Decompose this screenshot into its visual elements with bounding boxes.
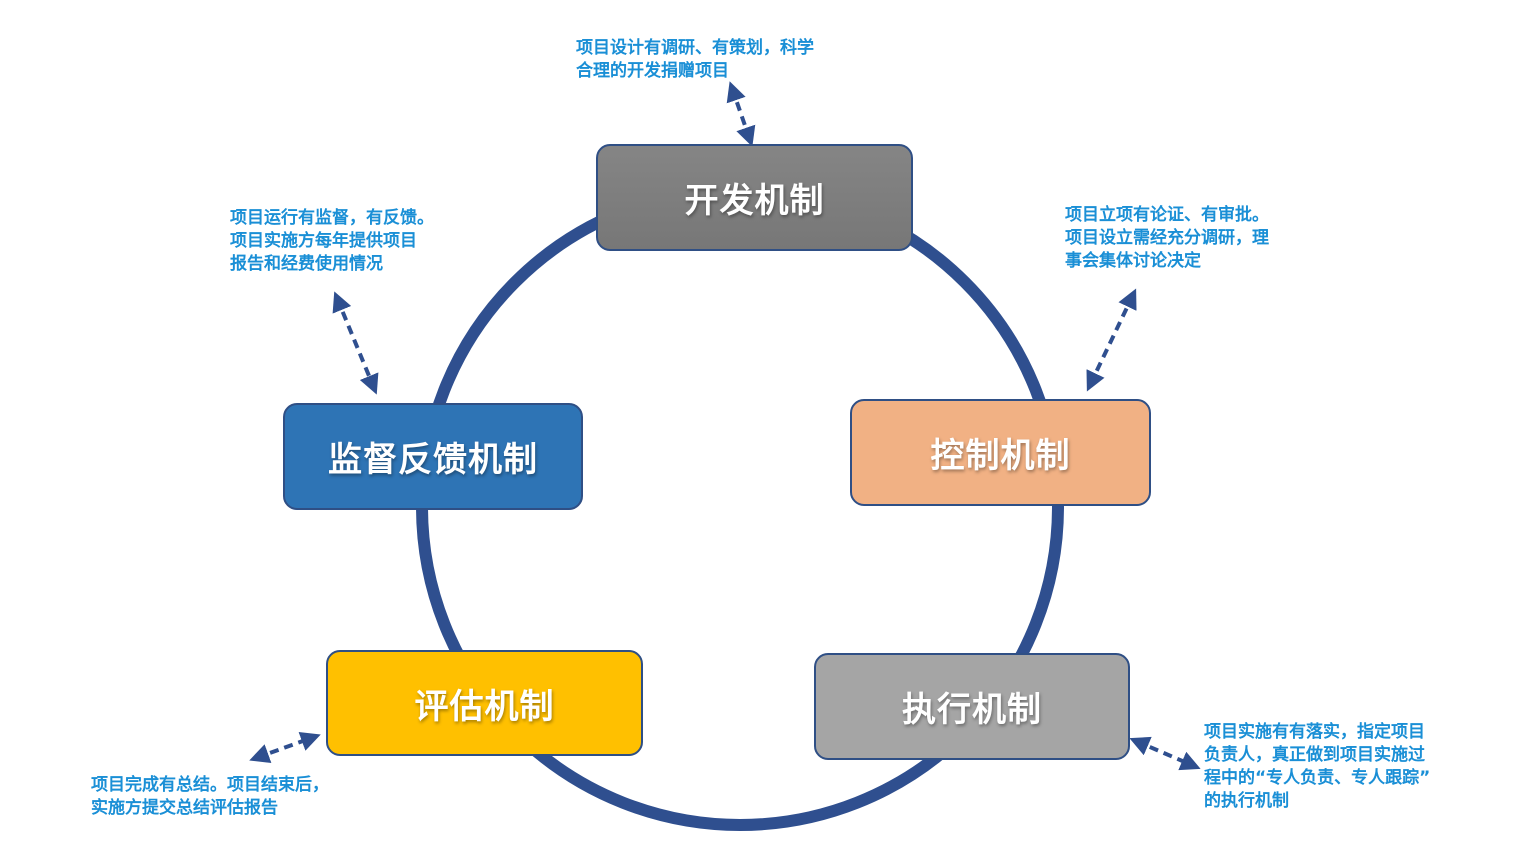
control-note-line: 事会集体讨论决定 <box>1065 251 1201 271</box>
development-note-line: 项目设计有调研、有策划，科学 <box>576 38 814 58</box>
evaluation-note-line: 实施方提交总结评估报告 <box>91 798 278 818</box>
control-note: 项目立项有论证、有审批。 项目设立需经充分调研，理 事会集体讨论决定 <box>1065 204 1269 273</box>
evaluation-note-line: 项目完成有总结。项目结束后， <box>91 775 329 795</box>
arrow-supervision <box>332 291 379 395</box>
arrow-evaluation <box>249 731 321 764</box>
development-note: 项目设计有调研、有策划，科学 合理的开发捐赠项目 <box>576 37 814 83</box>
execution-note-line: 程中的“专人负责、专人跟踪” <box>1204 768 1431 788</box>
execution-mechanism-label: 执行机制 <box>902 690 1042 730</box>
execution-note-line: 负责人，真正做到项目实施过 <box>1204 745 1425 765</box>
supervision-note-line: 项目实施方每年提供项目 <box>230 231 417 251</box>
control-mechanism-label: 控制机制 <box>930 436 1071 476</box>
supervision-note-line: 项目运行有监督，有反馈。 <box>230 208 434 228</box>
execution-note-line: 项目实施有有落实，指定项目 <box>1204 722 1425 742</box>
execution-note-line: 的执行机制 <box>1204 791 1289 811</box>
supervision-note-line: 报告和经费使用情况 <box>230 254 383 274</box>
development-note-line: 合理的开发捐赠项目 <box>576 61 729 81</box>
supervision-note: 项目运行有监督，有反馈。 项目实施方每年提供项目 报告和经费使用情况 <box>230 207 434 276</box>
control-note-line: 项目立项有论证、有审批。 <box>1065 205 1269 225</box>
supervision-feedback-mechanism-box: 监督反馈机制 <box>283 403 583 510</box>
arrow-execution <box>1129 736 1201 771</box>
control-note-line: 项目设立需经充分调研，理 <box>1065 228 1269 248</box>
evaluation-mechanism-label: 评估机制 <box>414 686 555 727</box>
supervision-feedback-mechanism-label: 监督反馈机制 <box>328 440 538 480</box>
execution-note: 项目实施有有落实，指定项目 负责人，真正做到项目实施过 程中的“专人负责、专人跟… <box>1204 721 1430 813</box>
arrow-development <box>726 81 756 147</box>
arrow-control <box>1086 288 1137 392</box>
execution-mechanism-box: 执行机制 <box>814 653 1130 760</box>
development-mechanism-label: 开发机制 <box>684 181 825 221</box>
evaluation-mechanism-box: 评估机制 <box>326 650 643 756</box>
development-mechanism-box: 开发机制 <box>596 144 913 251</box>
control-mechanism-box: 控制机制 <box>850 399 1151 506</box>
evaluation-note: 项目完成有总结。项目结束后， 实施方提交总结评估报告 <box>91 774 329 820</box>
